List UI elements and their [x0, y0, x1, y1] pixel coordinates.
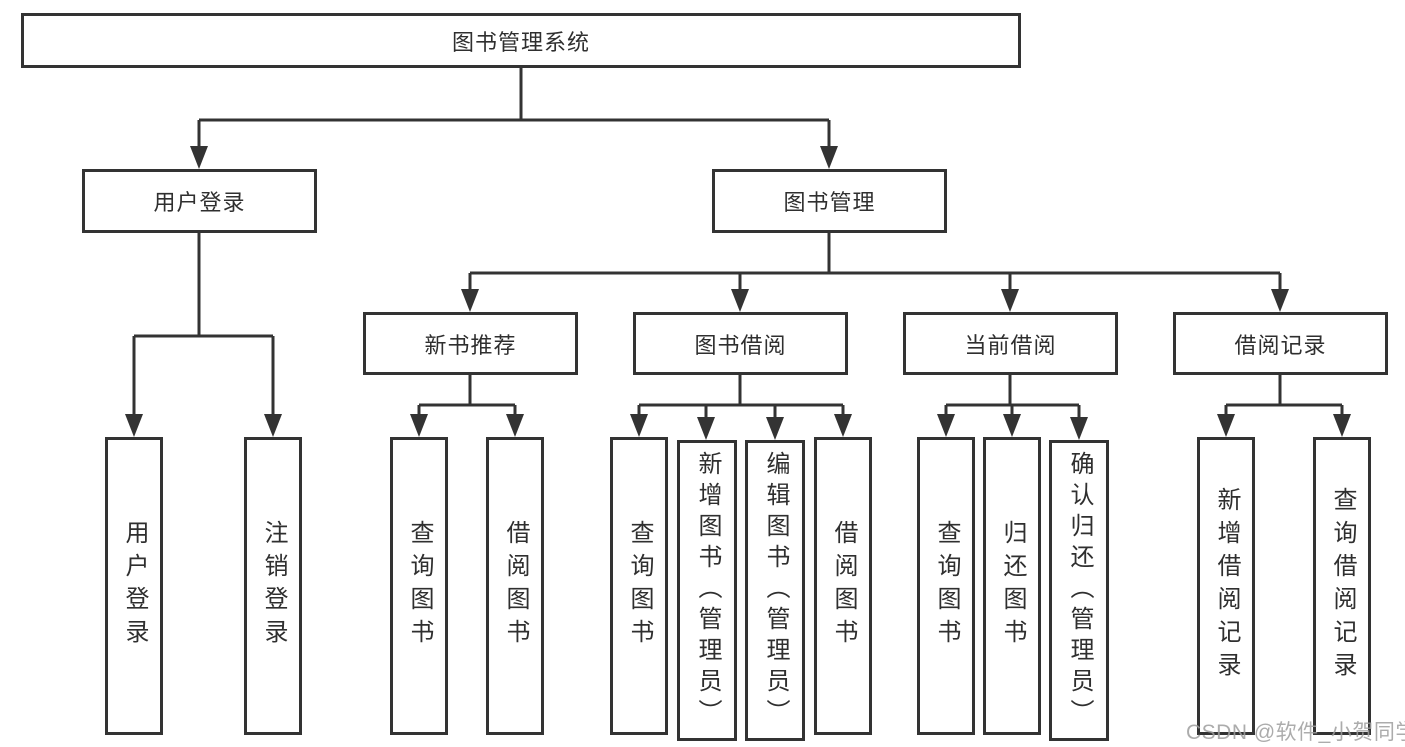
leaf-borrow-edit-books-admin: 编辑图书（管理员）: [745, 440, 805, 741]
leaf-records-add-record-label: 新增借阅记录: [1213, 487, 1240, 685]
leaf-borrow-query-books: 查询图书: [610, 437, 668, 735]
leaf-records-query-record-label: 查询借阅记录: [1329, 487, 1356, 685]
leaf-current-return-books-label: 归还图书: [999, 520, 1026, 652]
leaf-borrow-edit-books-admin-label: 编辑图书（管理员）: [762, 451, 789, 730]
leaf-current-query-books-label: 查询图书: [933, 520, 960, 652]
node-book-borrowing: 图书借阅: [633, 312, 848, 375]
node-user-login-label: 用户登录: [153, 190, 246, 215]
node-current-borrowing: 当前借阅: [903, 312, 1118, 375]
leaf-current-confirm-return-admin-label: 确认归还（管理员）: [1066, 451, 1093, 730]
leaf-logout-label: 注销登录: [260, 520, 287, 652]
node-book-management-label: 图书管理: [783, 190, 876, 215]
node-root-system: 图书管理系统: [21, 13, 1021, 68]
node-root-label: 图书管理系统: [451, 29, 590, 55]
node-borrow-records-label: 借阅记录: [1234, 332, 1327, 358]
leaf-logout: 注销登录: [244, 437, 302, 735]
leaf-user-login-label: 用户登录: [121, 520, 148, 652]
csdn-watermark: CSDN @软件_小贺同学: [1186, 721, 1405, 744]
node-current-borrowing-label: 当前借阅: [964, 332, 1057, 358]
node-borrow-records: 借阅记录: [1173, 312, 1388, 375]
leaf-newrec-query-books: 查询图书: [390, 437, 448, 735]
leaf-borrow-add-books-admin-label: 新增图书（管理员）: [694, 451, 721, 730]
node-book-management: 图书管理: [712, 169, 947, 233]
leaf-borrow-borrow-books-label: 借阅图书: [830, 520, 857, 652]
leaf-newrec-query-books-label: 查询图书: [406, 520, 433, 652]
node-user-login: 用户登录: [82, 169, 317, 233]
leaf-current-return-books: 归还图书: [983, 437, 1041, 735]
leaf-user-login: 用户登录: [105, 437, 163, 735]
leaf-newrec-borrow-books: 借阅图书: [486, 437, 544, 735]
node-new-book-recommend-label: 新书推荐: [424, 332, 517, 358]
leaf-newrec-borrow-books-label: 借阅图书: [502, 520, 529, 652]
leaf-borrow-add-books-admin: 新增图书（管理员）: [677, 440, 737, 741]
node-book-borrowing-label: 图书借阅: [694, 332, 787, 358]
node-new-book-recommend: 新书推荐: [363, 312, 578, 375]
leaf-borrow-borrow-books: 借阅图书: [814, 437, 872, 735]
leaf-borrow-query-books-label: 查询图书: [626, 520, 653, 652]
leaf-current-query-books: 查询图书: [917, 437, 975, 735]
leaf-current-confirm-return-admin: 确认归还（管理员）: [1049, 440, 1109, 741]
leaf-records-add-record: 新增借阅记录: [1197, 437, 1255, 735]
leaf-records-query-record: 查询借阅记录: [1313, 437, 1371, 735]
